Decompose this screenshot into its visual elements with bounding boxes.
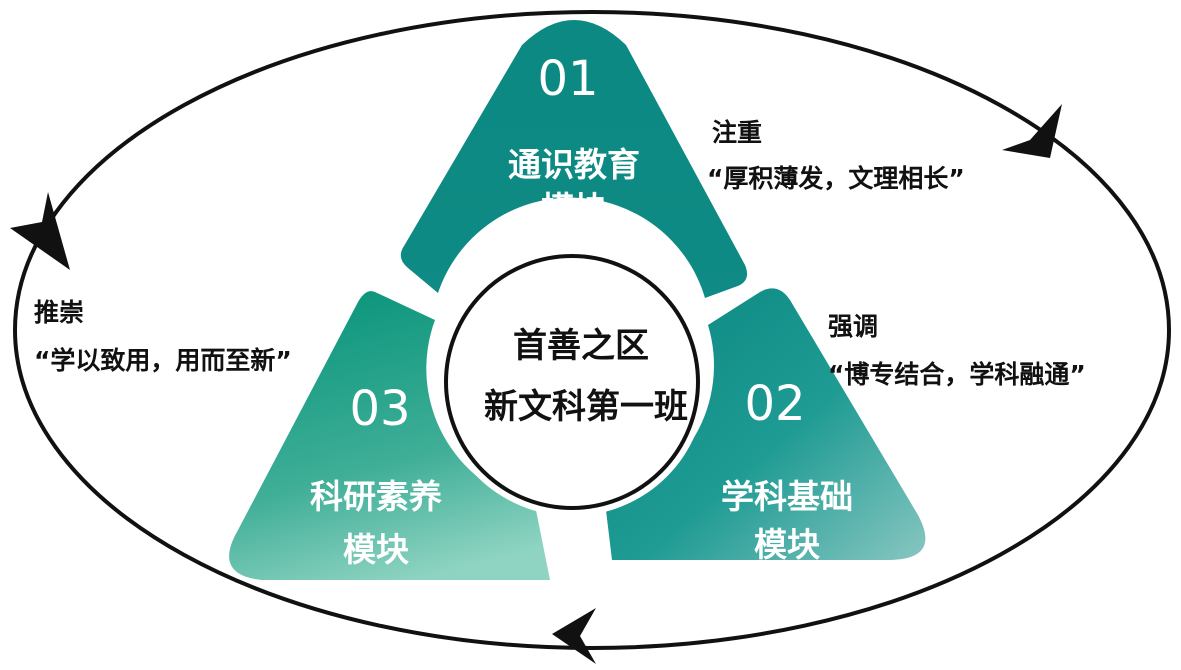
module-03-title-line2: 模块 xyxy=(343,530,409,569)
annotation-top-right-quote: “厚积薄发，文理相长” xyxy=(707,164,965,193)
arrow-left-icon xyxy=(10,192,70,270)
annotation-left-verb: 推崇 xyxy=(34,298,85,327)
module-01-title-line2: 模块 xyxy=(541,189,607,228)
module-01-shape xyxy=(400,20,748,298)
annotation-right-quote: “博专结合，学科融通” xyxy=(828,360,1086,389)
module-02-shape xyxy=(605,288,926,560)
module-02-title-line2: 模块 xyxy=(754,525,820,564)
module-03-number: 03 xyxy=(349,381,410,437)
module-01-number: 01 xyxy=(537,51,598,107)
annotation-right: 强调 “博专结合，学科融通” xyxy=(828,310,1086,392)
arrow-top-right-icon xyxy=(1002,104,1062,158)
module-03-title-line1: 科研素养 xyxy=(310,477,442,516)
annotation-top-right-verb: 注重 xyxy=(712,118,763,147)
module-02-number: 02 xyxy=(744,376,805,432)
module-03-shape xyxy=(229,291,550,580)
center-circle xyxy=(444,254,700,510)
annotation-right-verb: 强调 xyxy=(828,312,879,341)
annotation-left-quote: “学以致用，用而至新” xyxy=(34,346,292,375)
module-02-title-line1: 学科基础 xyxy=(721,477,853,516)
arrow-bottom-icon xyxy=(552,608,596,664)
annotation-top-right: 注重 “厚积薄发，文理相长” xyxy=(707,116,965,196)
center-title-line1: 首善之区 xyxy=(513,326,649,366)
center-title-line2: 新文科第一班 xyxy=(484,387,688,427)
annotation-left: 推崇 “学以致用，用而至新” xyxy=(34,296,292,378)
orbit-ring xyxy=(13,10,1171,650)
module-01-title-line1: 通识教育 xyxy=(508,145,640,184)
